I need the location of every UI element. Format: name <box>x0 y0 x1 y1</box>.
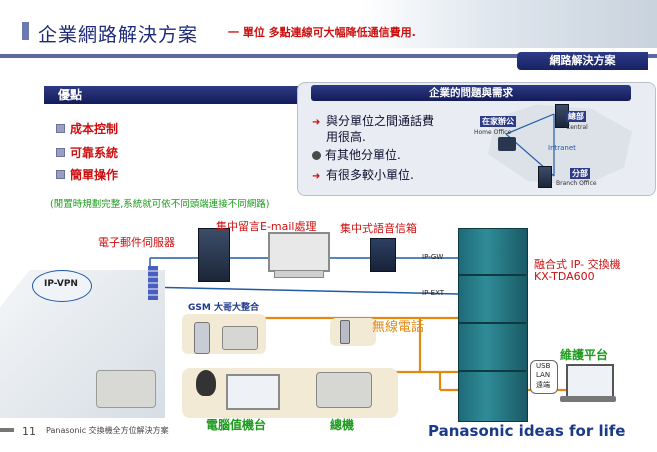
ip-ext-port-label: IP-EXT <box>422 289 445 297</box>
problem-text: 有很多較小單位. <box>326 168 414 182</box>
problem-item: 有其他分單位. <box>312 146 401 163</box>
pbx-shelf-divider <box>458 370 526 372</box>
pbx-name-label: 融合式 IP- 交換機 <box>534 258 621 271</box>
header-divider <box>0 54 657 58</box>
branch-caption: Branch Office <box>556 180 597 187</box>
voicemail-unit-icon <box>370 238 396 272</box>
voice-mailbox-label: 集中式語音信箱 <box>340 222 417 235</box>
computer-console-label: 電腦值機台 <box>206 418 267 432</box>
wireless-phone-label: 無線電話 <box>372 320 425 335</box>
mobile-phone-icon <box>194 322 210 354</box>
voicemail-email-label: 集中留言E-mail處理 <box>216 220 317 233</box>
page-subtitle: 一 單位 多點連線可大幅降低通信費用. <box>228 26 416 39</box>
lan-label: LAN <box>536 371 551 379</box>
operator-phone-icon <box>316 372 372 408</box>
problem-item: ➜ 有很多較小單位. <box>312 166 414 183</box>
remote-label: 遠端 <box>536 381 550 389</box>
maintenance-label: 維護平台 <box>560 348 609 362</box>
page-title: 企業網路解決方案 <box>38 24 199 46</box>
desk-phone-icon <box>96 370 156 408</box>
central-tag: 總部 <box>566 111 586 122</box>
wireless-panel <box>330 318 376 346</box>
desk-phone-icon <box>222 326 258 350</box>
bullet-dot-icon <box>312 151 321 160</box>
pc-monitor-icon <box>226 374 280 410</box>
home-office-tag: 在家辦公 <box>480 116 516 127</box>
problem-text: 有其他分單位. <box>325 148 401 162</box>
home-office-caption: Home Office <box>474 129 512 136</box>
footer-doc-title: Panasonic 交換機全方位解決方案 <box>46 426 169 435</box>
branch-server-icon <box>538 166 552 188</box>
advantage-item: 可靠系統 <box>70 146 119 160</box>
gsm-label: GSM 大哥大整合 <box>188 303 259 313</box>
laptop-base-icon <box>560 396 616 402</box>
central-caption: Central <box>566 124 588 131</box>
advantage-item: 成本控制 <box>70 122 119 136</box>
problem-text: 與分單位之間通話費 <box>326 114 435 128</box>
ip-vpn-label: IP-VPN <box>44 279 78 289</box>
ip-gw-port-label: IP-GW <box>422 253 444 261</box>
header-banner <box>0 0 657 48</box>
advantages-heading: 優點 <box>44 86 301 104</box>
email-server-icon <box>198 228 230 282</box>
cordless-phone-icon <box>340 320 350 344</box>
arrow-icon: ➜ <box>312 171 321 182</box>
branch-tag: 分部 <box>570 168 590 179</box>
advantage-item: 簡單操作 <box>70 168 119 182</box>
title-marker-icon <box>22 22 29 40</box>
pbx-shelf-divider <box>458 274 526 276</box>
footer-marker-icon <box>0 428 14 432</box>
monitor-icon <box>268 232 330 272</box>
page-number: 11 <box>22 425 36 438</box>
connection-options-box <box>530 360 558 394</box>
problems-heading: 企業的問題與需求 <box>311 85 631 101</box>
advantages-note: (閒置時規劃完整,系統就可依不同頭端連接不同網路) <box>50 199 270 210</box>
pbx-cabinet-icon <box>458 228 528 422</box>
bullet-square-icon <box>56 148 65 157</box>
tab-network-solution[interactable]: 網路解決方案 <box>517 52 648 70</box>
phone-icon <box>498 137 516 151</box>
firewall-icon <box>148 266 158 300</box>
problem-item: ➜ 與分單位之間通話費 <box>312 112 434 129</box>
email-server-label: 電子郵件伺服器 <box>98 236 175 249</box>
usb-label: USB <box>536 362 551 370</box>
keyboard-icon <box>274 270 324 278</box>
bullet-square-icon <box>56 170 65 179</box>
brand-logo: Panasonic ideas for life <box>428 422 626 440</box>
arrow-icon: ➜ <box>312 117 321 128</box>
operator-label: 總機 <box>330 418 355 432</box>
intranet-label: Intranet <box>548 144 576 152</box>
problem-text-continued: 用很高. <box>326 130 366 144</box>
pbx-shelf-divider <box>458 322 526 324</box>
pbx-model-label: KX-TDA600 <box>534 270 595 283</box>
operator-headset-icon <box>196 370 216 396</box>
bullet-square-icon <box>56 124 65 133</box>
laptop-icon <box>566 364 614 398</box>
cloud-icon <box>32 270 92 302</box>
